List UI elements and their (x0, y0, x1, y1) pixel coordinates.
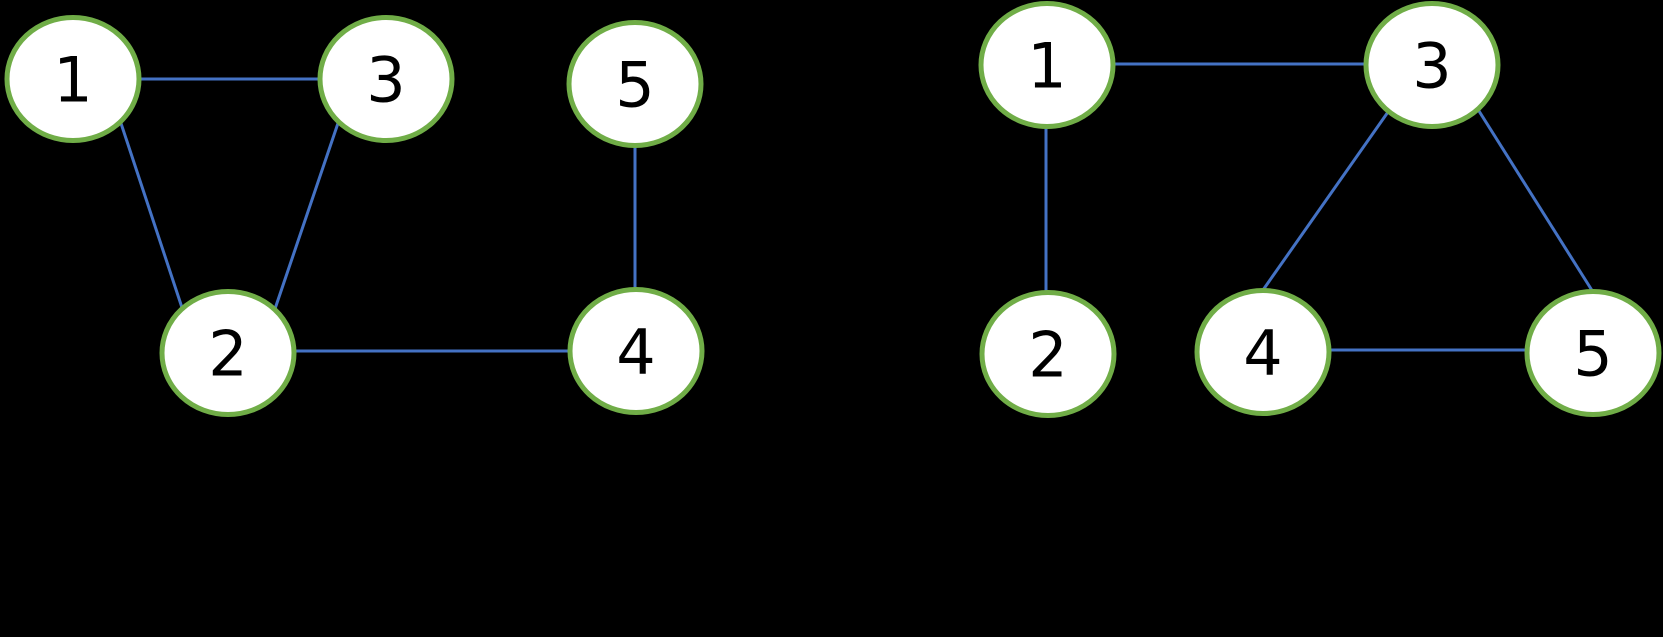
right-graph-node-1: 1 (978, 1, 1116, 129)
node-label: 1 (1027, 29, 1066, 102)
left-graph-node-5: 5 (566, 20, 704, 148)
node-circle (979, 290, 1117, 418)
left-graph: 1 2 3 4 5 (4, 15, 705, 417)
node-circle (317, 15, 455, 143)
right-graph: 1 2 3 4 5 (978, 1, 1662, 418)
right-graph-node-5: 5 (1524, 289, 1662, 417)
right-graph-node-4: 4 (1194, 288, 1332, 416)
node-label: 2 (1028, 318, 1067, 391)
node-label: 4 (1243, 316, 1282, 389)
node-circle (567, 287, 705, 415)
node-label: 2 (208, 317, 247, 390)
left-graph-node-3: 3 (317, 15, 455, 143)
left-graph-node-1: 1 (4, 15, 142, 143)
node-label: 5 (615, 48, 654, 121)
right-graph-node-2: 2 (979, 290, 1117, 418)
right-graph-node-3: 3 (1363, 1, 1501, 129)
node-label: 3 (1412, 29, 1451, 102)
node-label: 1 (53, 43, 92, 116)
node-circle (978, 1, 1116, 129)
node-circle (1363, 1, 1501, 129)
node-circle (4, 15, 142, 143)
node-circle (159, 289, 297, 417)
left-graph-node-2: 2 (159, 289, 297, 417)
node-circle (1194, 288, 1332, 416)
node-label: 4 (616, 315, 655, 388)
node-circle (1524, 289, 1662, 417)
node-label: 5 (1573, 317, 1612, 390)
left-graph-node-4: 4 (567, 287, 705, 415)
node-circle (566, 20, 704, 148)
node-label: 3 (366, 43, 405, 116)
